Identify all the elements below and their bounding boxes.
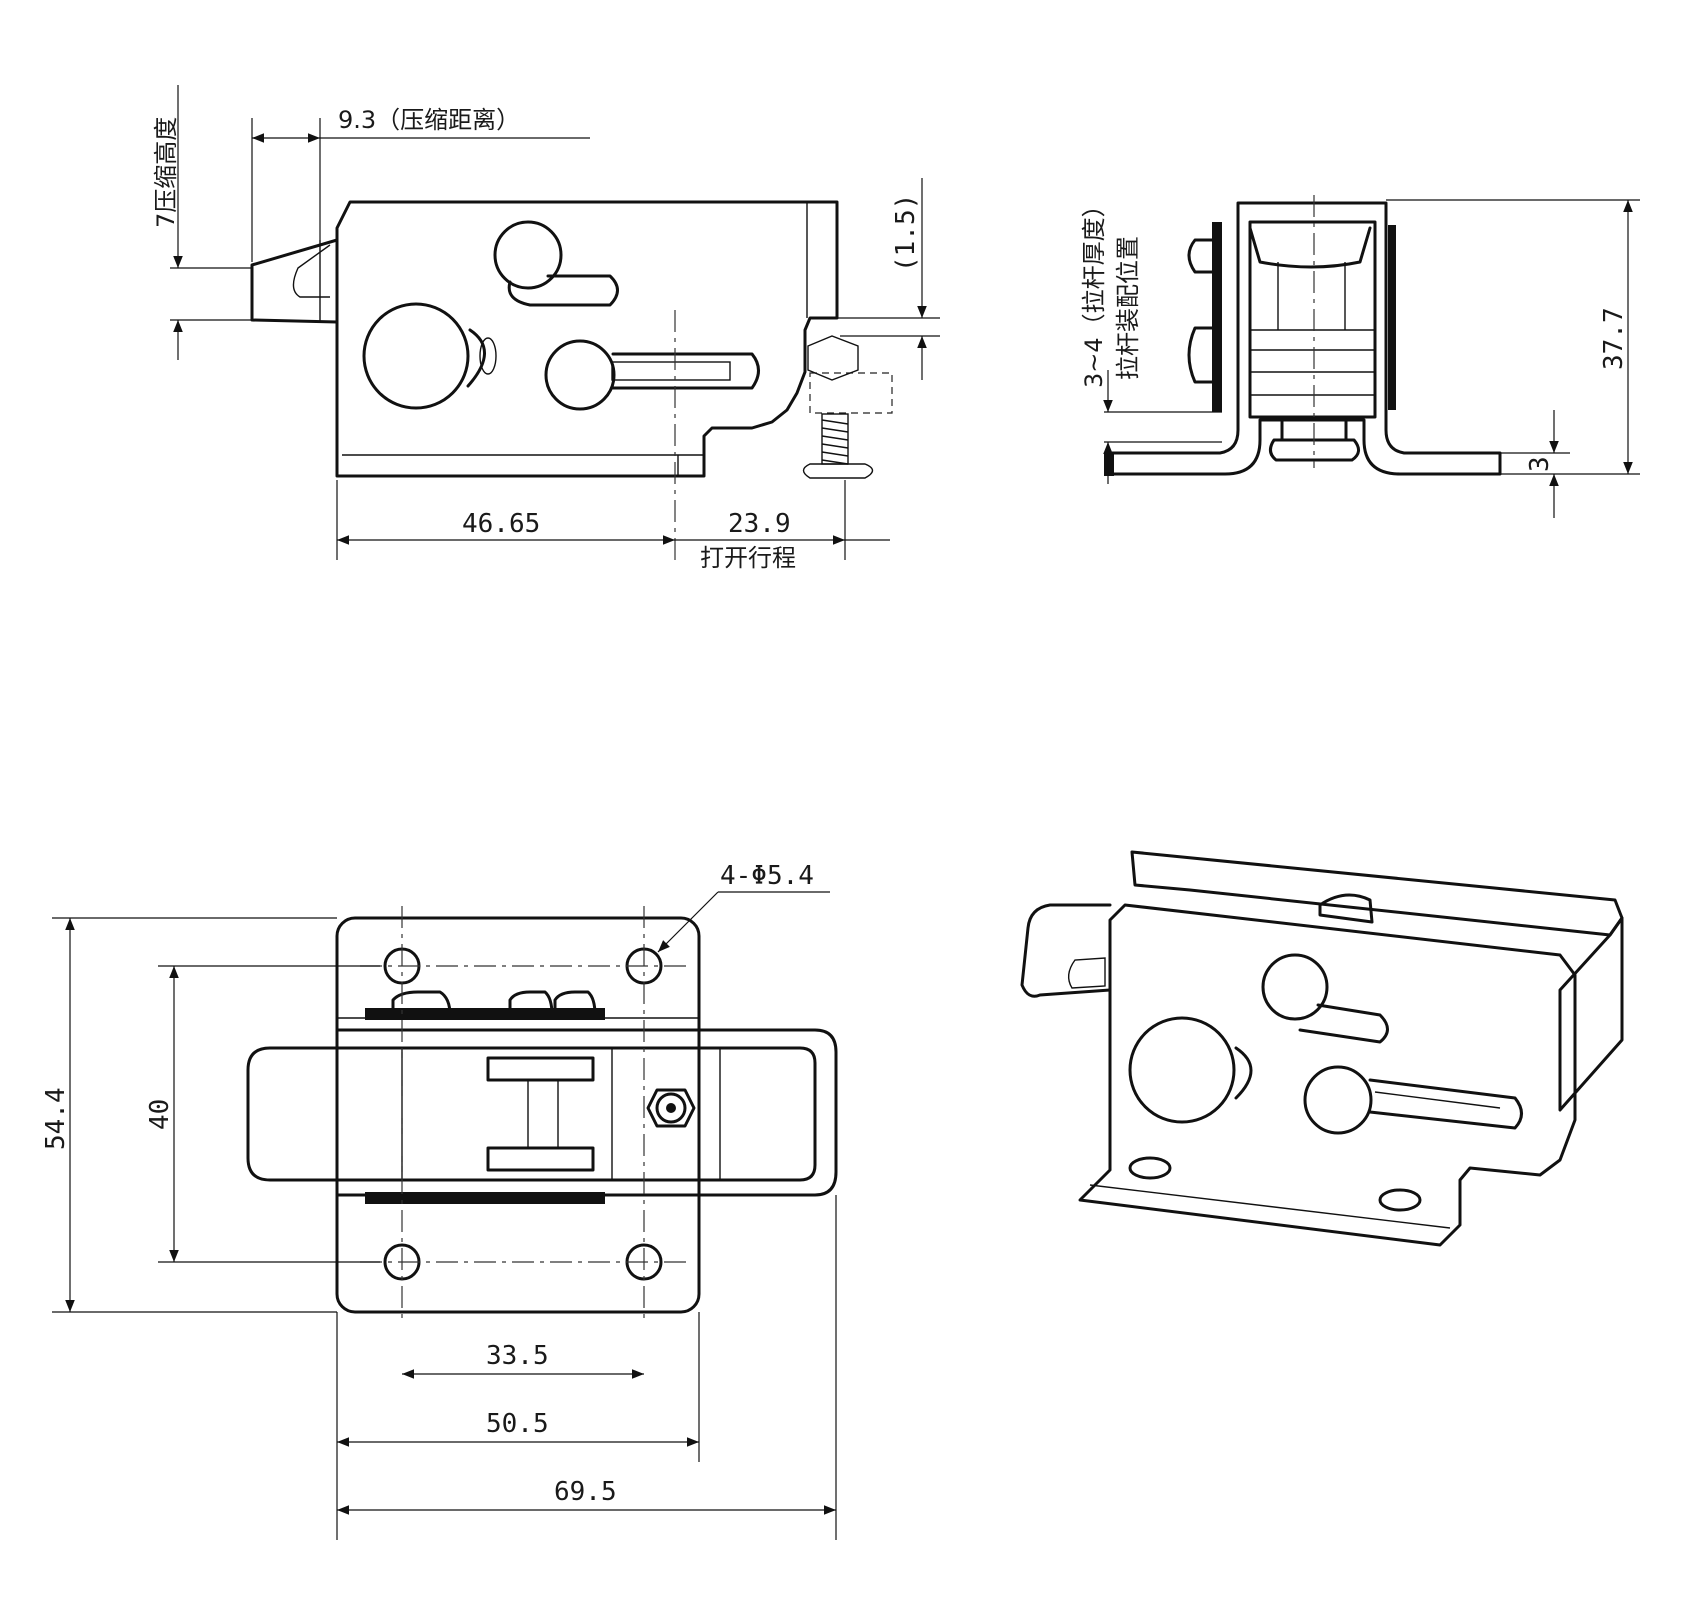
side-lower-slot-insert	[611, 361, 731, 381]
top-washer-band	[365, 1008, 605, 1020]
dim-width: 54.4	[41, 1087, 71, 1150]
dim-overall-len: 69.5	[554, 1477, 617, 1507]
side-lower-slot	[611, 352, 760, 390]
iso-hook-slot	[1067, 957, 1106, 989]
side-large-pivot	[362, 302, 470, 410]
dim-gap: (1.5)	[891, 194, 921, 272]
iso-right-wall	[1558, 916, 1624, 1112]
side-upper-slot	[507, 274, 619, 307]
iso-top-plate	[1130, 850, 1624, 937]
end-top-cap	[1248, 226, 1372, 269]
dim-base-len: 50.5	[486, 1409, 549, 1439]
side-body-outline	[335, 200, 839, 478]
side-screw-head	[802, 463, 874, 479]
dim-compress-height: 7压缩高度	[152, 117, 180, 228]
end-view: 37.7 3 3~4（拉杆厚度） 拉杆装配位置	[1080, 193, 1640, 518]
travel-label: 打开行程	[700, 544, 796, 572]
side-striker-hidden	[809, 372, 893, 414]
iso-top-rivet	[1318, 893, 1374, 924]
dim-compress-distance: 9.3（压缩距离）	[338, 106, 520, 134]
side-latch-hook	[250, 238, 339, 324]
top-hinge-axle	[527, 1079, 559, 1149]
end-left-plate	[1212, 222, 1222, 412]
iso-upper-slot	[1298, 1003, 1389, 1044]
top-rivet-2	[508, 990, 554, 1017]
side-pivot-lobe-inner	[479, 337, 497, 375]
dim-flange: 3	[1525, 456, 1555, 472]
end-upper-rivet	[1187, 238, 1214, 274]
holes-leader	[657, 891, 719, 953]
iso-flange-hole-2	[1378, 1188, 1422, 1212]
dim-len-body: 46.65	[462, 509, 540, 539]
side-latch-slot	[292, 244, 331, 298]
iso-flange-hole-1	[1128, 1156, 1172, 1180]
top-hex-nut	[646, 1088, 696, 1128]
top-view: 4-Φ5.4 54.4 40 33.5 50.5 69.5	[41, 861, 838, 1540]
top-handle	[246, 1046, 817, 1182]
top-hinge-upper	[486, 1056, 595, 1082]
top-hinge-lower	[486, 1146, 595, 1172]
rod-position-label: 拉杆装配位置	[1114, 236, 1142, 380]
iso-hook-arm	[1020, 903, 1112, 998]
side-upper-pin	[493, 220, 563, 290]
side-screw-thread	[821, 419, 849, 465]
top-nut-bore	[655, 1092, 687, 1124]
dim-hole-pitch-v: 40	[145, 1099, 175, 1130]
top-handle-outer	[335, 1028, 838, 1197]
iso-lower-pin	[1303, 1065, 1373, 1135]
top-rivet-3	[553, 990, 597, 1017]
iso-pivot-lobe	[1234, 1046, 1253, 1100]
dim-height: 37.7	[1599, 307, 1629, 370]
dim-len-travel: 23.9	[728, 509, 791, 539]
top-rivet-1	[391, 990, 452, 1017]
iso-front-face	[1078, 903, 1577, 1247]
end-lower-rivet	[1187, 326, 1214, 384]
end-base-bracket	[1105, 201, 1502, 476]
dim-hole-pitch-h: 33.5	[486, 1341, 549, 1371]
iso-large-pivot	[1128, 1016, 1236, 1124]
top-base-plate	[335, 916, 701, 1314]
end-main-block	[1248, 220, 1377, 419]
side-pivot-lobe	[466, 328, 486, 388]
side-lower-pin	[544, 339, 616, 411]
end-screw-head	[1269, 438, 1360, 462]
side-view: 7压缩高度 9.3（压缩距离） (1.5) 46.65 23.9 打开行程	[152, 85, 940, 572]
side-striker-nut	[807, 335, 859, 381]
iso-upper-pin	[1261, 953, 1329, 1021]
holes-callout: 4-Φ5.4	[720, 861, 814, 891]
iso-view	[1020, 850, 1624, 1247]
iso-lower-slot	[1368, 1078, 1523, 1130]
end-base-lip	[1104, 452, 1114, 476]
end-right-plate	[1388, 225, 1396, 410]
dim-rod-thickness: 3~4（拉杆厚度）	[1080, 193, 1108, 388]
